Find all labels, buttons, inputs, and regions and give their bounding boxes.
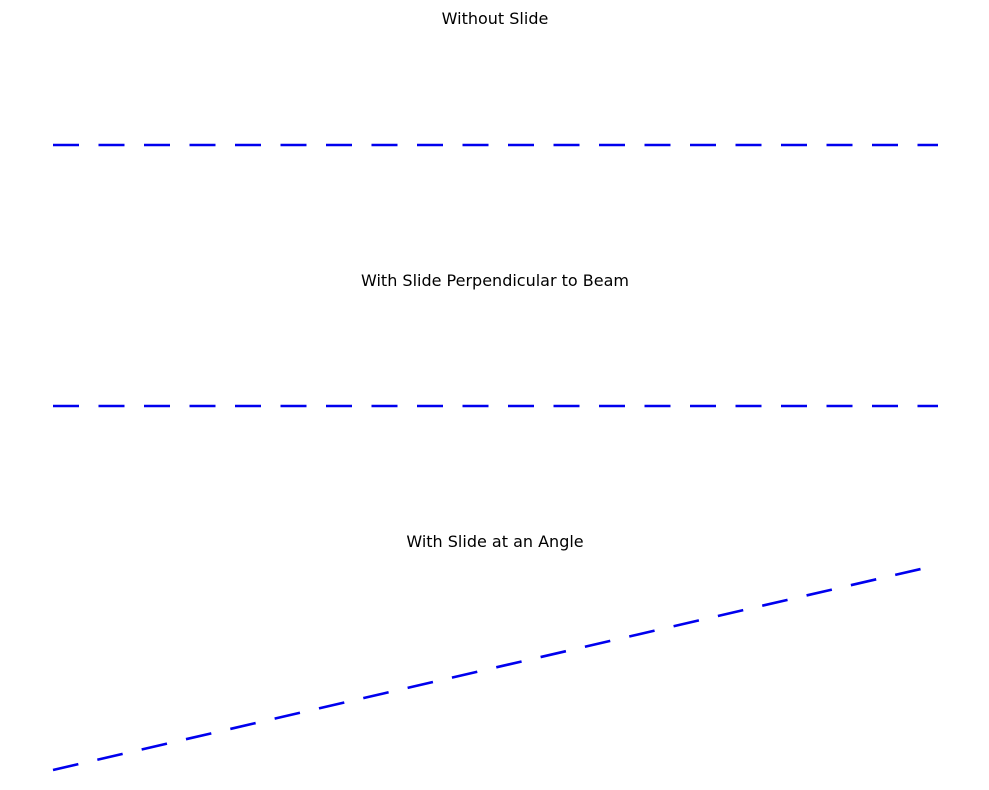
panel-3-series-1-line	[52, 563, 939, 772]
panel-1-title: Without Slide	[442, 9, 549, 28]
panel-2-title: With Slide Perpendicular to Beam	[361, 271, 629, 290]
panel-3-title: With Slide at an Angle	[406, 532, 583, 551]
